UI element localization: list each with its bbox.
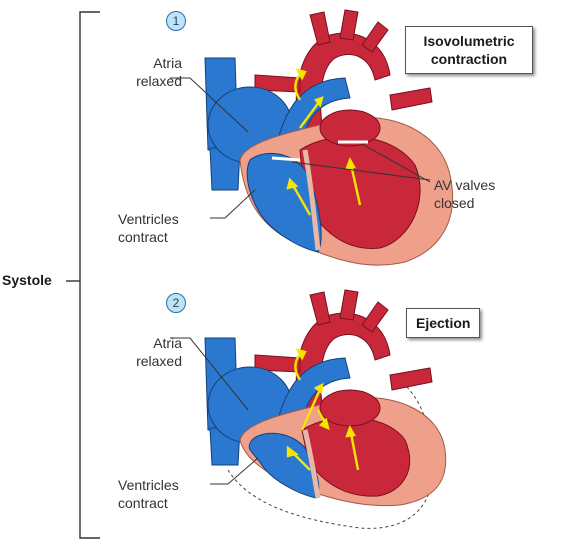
phase-title-line1: Isovolumetric: [423, 33, 515, 49]
ventricles-label-line2: contract: [118, 495, 168, 511]
phase-title-box: Ejection: [406, 308, 481, 338]
atria-label-line1: Atria: [153, 335, 182, 351]
atria-label-line2: relaxed: [136, 353, 182, 369]
atria-relaxed-label: Atria relaxed: [122, 54, 182, 90]
ventricles-label-line2: contract: [118, 229, 168, 245]
systole-label: Systole: [2, 272, 52, 288]
ventricles-label-line1: Ventricles: [118, 211, 179, 227]
phase-title-line2: contraction: [430, 51, 508, 67]
av-valves-closed-label: AV valves closed: [434, 176, 495, 212]
phase-title-line1: Ejection: [416, 315, 471, 331]
atria-relaxed-label: Atria relaxed: [122, 334, 182, 370]
ventricles-contract-label: Ventricles contract: [118, 476, 179, 512]
step-number-badge: 2: [166, 293, 186, 313]
step-number-badge: 1: [166, 11, 186, 31]
ventricles-contract-label: Ventricles contract: [118, 210, 179, 246]
atria-label-line1: Atria: [153, 55, 182, 71]
atria-label-line2: relaxed: [136, 73, 182, 89]
av-valves-label-line2: closed: [434, 195, 475, 211]
ventricles-label-line1: Ventricles: [118, 477, 179, 493]
av-valves-label-line1: AV valves: [434, 177, 496, 193]
phase-title-box: Isovolumetric contraction: [405, 26, 533, 74]
